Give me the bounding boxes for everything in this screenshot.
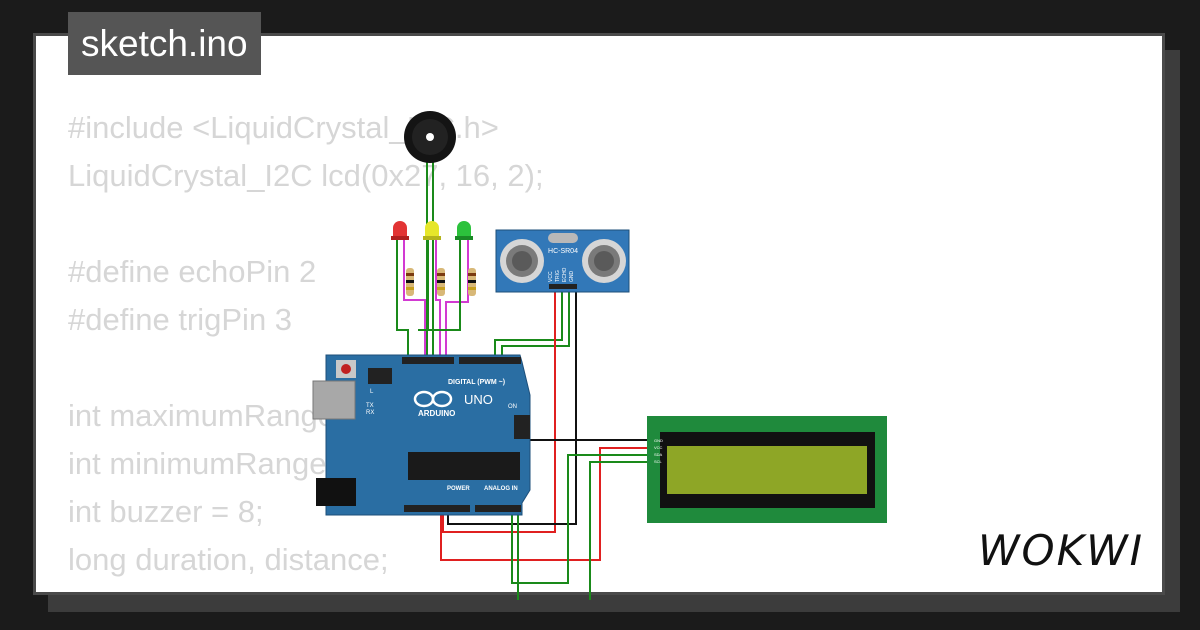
wire-led-yellow: [435, 240, 441, 362]
sensor-pin-label: VCC: [548, 271, 554, 282]
arduino-uno-board: DIGITAL (PWM ~) L TX RX UNO ARDUINO ON P…: [312, 354, 531, 516]
lcd-pin-label: VCC: [654, 445, 663, 450]
wire-sensor-trig: [494, 290, 563, 362]
board-model-label: UNO: [464, 392, 493, 407]
wire-sensor-vcc: [442, 290, 556, 533]
code-line: long duration, distance;: [68, 542, 389, 577]
code-line: #define echoPin 2: [68, 254, 317, 289]
resistor: [468, 268, 476, 296]
sensor-pin-label: ECHO: [562, 267, 568, 282]
resistor: [406, 268, 414, 296]
buzzer: [404, 111, 456, 163]
project-preview-card[interactable]: #include <LiquidCrystal_I2C.h>LiquidCrys…: [33, 33, 1165, 595]
wokwi-logo: WOKWI: [978, 526, 1144, 575]
board-brand-label: ARDUINO: [418, 409, 455, 418]
code-line: int buzzer = 8;: [68, 494, 264, 529]
wire-led-green: [445, 240, 469, 362]
sensor-label: HC-SR04: [548, 248, 578, 255]
wire-lcd-sda: [511, 454, 655, 584]
file-name-tab[interactable]: sketch.ino: [68, 12, 261, 75]
resistor: [437, 268, 445, 296]
resistors: [406, 268, 476, 296]
wire-led-gnd-1: [396, 240, 409, 362]
board-analog-label: ANALOG IN: [484, 486, 518, 492]
lcd-display: GND VCC SDA SCL: [647, 416, 887, 523]
code-preview: #include <LiquidCrystal_I2C.h>LiquidCrys…: [68, 104, 544, 584]
wire-sensor-echo: [501, 290, 570, 362]
code-line: LiquidCrystal_I2C lcd(0x27, 16, 2);: [68, 158, 544, 193]
lcd-pin-label: SDA: [654, 452, 663, 457]
lcd-pin-label: SCL: [654, 459, 663, 464]
led-green: [455, 221, 473, 240]
board-tx-label: TX: [366, 403, 374, 409]
lcd-pin-label: GND: [654, 438, 663, 443]
board-power-label: POWER: [447, 486, 470, 492]
board-l-label: L: [370, 389, 374, 395]
infinity-logo-icon: [413, 390, 453, 408]
wire-lcd-scl: [589, 461, 655, 600]
ultrasonic-sensor: HC-SR04 VCC TRIG ECHO GND: [495, 229, 630, 293]
led-red: [391, 221, 409, 240]
led-yellow: [423, 221, 441, 240]
board-header-label: DIGITAL (PWM ~): [448, 379, 505, 386]
wire-lcd-vcc: [440, 447, 655, 561]
sensor-pin-label: TRIG: [555, 270, 561, 282]
sensor-pin-label: GND: [569, 271, 575, 283]
wokwi-logo-text: WOKWI: [978, 526, 1144, 575]
code-line: #define trigPin 3: [68, 302, 293, 337]
board-rx-label: RX: [366, 410, 374, 416]
board-on-label: ON: [508, 404, 517, 410]
wire-led-gnd-3: [428, 240, 461, 331]
